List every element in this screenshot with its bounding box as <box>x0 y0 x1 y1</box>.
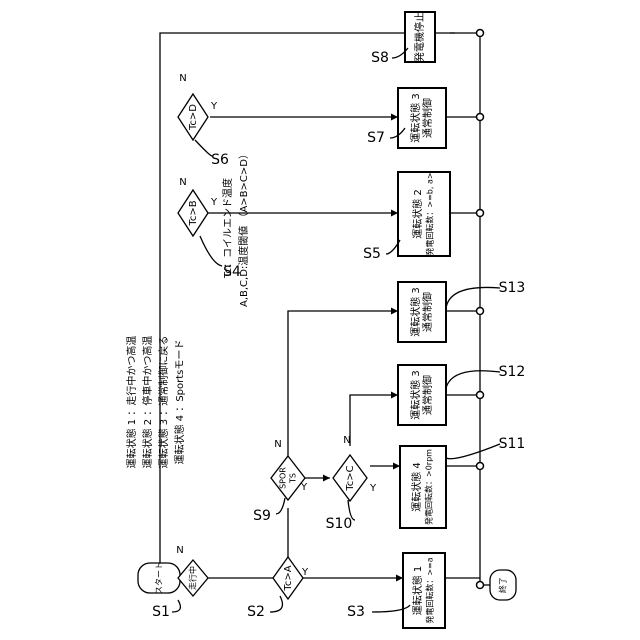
process-s12-text: 通常制御 <box>421 375 434 415</box>
process-s8: 発電機停止 <box>405 12 435 62</box>
decision-tc-a: Tc>A <box>273 557 303 599</box>
decision-tc-c: Tc>C <box>333 455 367 501</box>
junction-dot <box>477 114 484 121</box>
decision-tc-b: Tc>B <box>178 190 208 236</box>
tc-b-no-label: N <box>179 177 186 188</box>
step-s11-label: S11 <box>499 436 526 452</box>
process-s12-shape <box>398 365 446 425</box>
tcc-no-line <box>350 395 398 446</box>
step-s3-label: S3 <box>347 604 365 620</box>
process-s3-text: 発電回転数：>=a <box>425 557 435 623</box>
process-s7-text: 通常制御 <box>421 98 434 138</box>
step-s9-leader <box>276 498 285 514</box>
decision-sports-label: TS <box>289 473 298 484</box>
step-s9-label: S9 <box>253 508 271 524</box>
arrow-to-s7 <box>391 114 398 121</box>
tc-c-no-label: N <box>343 435 350 446</box>
junction-dot <box>477 210 484 217</box>
legend-operating-states: 運転状態 1 ：走行中かつ高温運転状態 2 ：停車中かつ高温運転状態 3 ：通常… <box>125 336 186 469</box>
step-s1-leader <box>172 600 180 612</box>
process-s8-text: 発電機停止 <box>413 12 426 62</box>
step-s6-leader <box>195 140 212 156</box>
tc-c-yes-label: Y <box>369 483 377 494</box>
process-s13-shape <box>398 282 446 342</box>
decision-sports: SPORTS <box>271 456 305 500</box>
process-s7: 運転状態 3通常制御 <box>398 88 446 148</box>
tc-d-yes-label: Y <box>210 101 218 112</box>
legend-state-item: 運転状態 4 ：Sportsモード <box>173 340 186 465</box>
legend-definition-item: A,B,C,D:温度閾値 （A>B>C>D） <box>237 149 250 307</box>
running-no-label: N <box>176 545 183 556</box>
process-s7-shape <box>398 88 446 148</box>
step-s13-leader <box>446 287 500 308</box>
process-s7-text: 運転状態 3 <box>409 93 422 143</box>
arrow-to-tcc <box>323 475 330 482</box>
junction-dot <box>477 463 484 470</box>
process-s5-text: 運転状態 2 <box>411 189 424 239</box>
process-s3: 運転状態 1発電回転数：>=a <box>403 553 445 628</box>
start-terminal: スタート <box>138 562 180 594</box>
process-s5-shape <box>398 172 450 256</box>
sports-yes-label: Y <box>300 482 308 493</box>
step-s12-label: S12 <box>499 364 526 380</box>
process-s12: 運転状態 3通常制御 <box>398 365 446 425</box>
step-s12-leader <box>446 371 500 388</box>
decision-tc-d: Tc>D <box>178 94 208 140</box>
process-s11: 運転状態 4発電回転数：>0rpm <box>400 446 446 528</box>
decision-running: 走行中 <box>178 560 208 596</box>
legend-definition-item: Tc：コイルエンド温度 <box>221 178 234 279</box>
step-s7-label: S7 <box>367 130 385 146</box>
process-s13: 運転状態 3通常制御 <box>398 282 446 342</box>
junction-dot <box>477 30 484 37</box>
arrow-to-s5 <box>391 210 398 217</box>
step-s13-label: S13 <box>499 280 526 296</box>
process-s3-text: 運転状態 1 <box>411 566 424 616</box>
start-label: スタート <box>155 562 164 594</box>
decision-tc-d-label: Tc>D <box>188 104 199 131</box>
process-s11-shape <box>400 446 446 528</box>
arrow-to-s13 <box>391 308 398 315</box>
process-s11-text: 発電回転数：>0rpm <box>424 449 434 525</box>
decision-tc-a-label: Tc>A <box>283 565 294 591</box>
tc-d-no-label: N <box>179 73 186 84</box>
tc-a-yes-label: Y <box>301 567 309 578</box>
legend-state-item: 運転状態 1 ：走行中かつ高温 <box>125 336 138 469</box>
junction-dot <box>477 582 484 589</box>
process-s3-shape <box>403 553 445 628</box>
legend-state-item: 運転状態 2 ：停車中かつ高温 <box>141 336 154 469</box>
decision-sports-label: SPOR <box>279 467 288 489</box>
junction-dot <box>477 392 484 399</box>
arrow-to-s11 <box>393 463 400 470</box>
arrow-to-s3 <box>396 575 403 582</box>
sports-no-label: N <box>274 439 281 450</box>
step-s1-label: S1 <box>152 604 170 620</box>
decision-tc-b-label: Tc>B <box>188 200 199 226</box>
decision-running-label: 走行中 <box>188 566 198 590</box>
decision-tc-c-label: Tc>C <box>345 465 356 491</box>
end-terminal: 終了 <box>490 570 516 600</box>
step-s10-label: S10 <box>326 516 353 532</box>
process-s5-text: 発電回転数：>=b, a> <box>425 172 435 255</box>
legend-definitions: Tc：コイルエンド温度A,B,C,D:温度閾値 （A>B>C>D） <box>221 149 250 307</box>
tc-b-yes-label: Y <box>210 197 218 208</box>
step-s5-label: S5 <box>363 246 381 262</box>
process-s12-text: 運転状態 3 <box>409 370 422 420</box>
step-s2-leader <box>270 596 282 612</box>
end-label: 終了 <box>498 577 508 593</box>
legend-state-item: 運転状態 3 ：通常制御に戻る <box>157 336 170 469</box>
step-s11-leader <box>446 444 500 459</box>
step-s4-leader <box>200 236 222 266</box>
step-s8-label: S8 <box>371 50 389 66</box>
step-s6-label: S6 <box>211 152 229 168</box>
junction-dot <box>477 308 484 315</box>
process-s11-text: 運転状態 4 <box>410 462 423 512</box>
process-s13-text: 通常制御 <box>421 292 434 332</box>
step-s2-label: S2 <box>247 604 265 620</box>
process-s13-text: 運転状態 3 <box>409 287 422 337</box>
arrow-to-s12 <box>391 392 398 399</box>
process-s5: 運転状態 2発電回転数：>=b, a> <box>398 172 450 256</box>
